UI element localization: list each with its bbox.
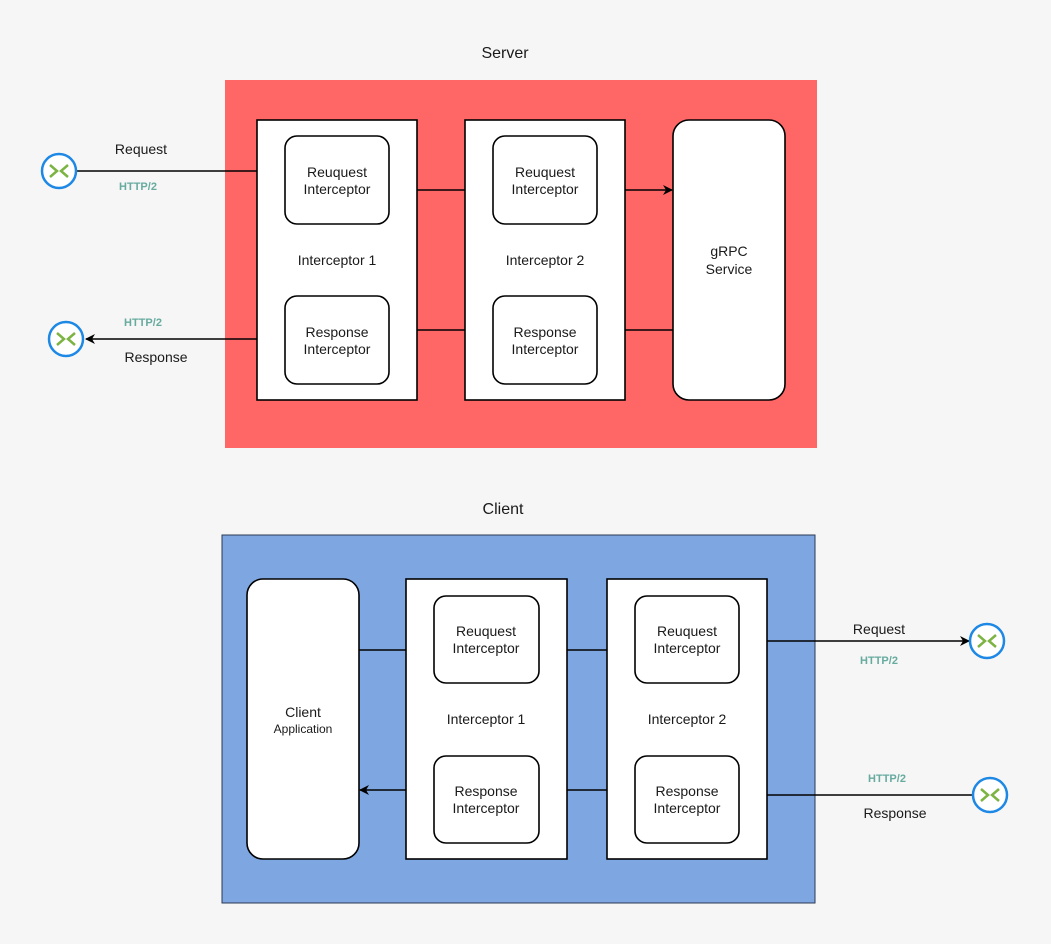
client-interceptor-1[interactable]: Reuquest Interceptor Interceptor 1 Respo… <box>405 578 568 860</box>
request-interceptor[interactable] <box>284 135 390 225</box>
label: Interceptor <box>654 640 721 656</box>
client-title: Client <box>483 501 524 518</box>
protocol-label: HTTP/2 <box>860 655 898 667</box>
interceptor-name: Interceptor 2 <box>506 252 585 268</box>
network-endpoint-icon <box>968 622 1006 660</box>
label: gRPC <box>710 243 747 259</box>
request-label: Request <box>853 621 905 637</box>
client-application[interactable]: Client Application <box>246 578 360 860</box>
protocol-label: HTTP/2 <box>119 181 157 193</box>
label: Interceptor <box>512 341 579 357</box>
label: Response <box>513 324 576 340</box>
response-label: Response <box>863 805 926 821</box>
label: Reuquest <box>515 164 575 180</box>
label: Response <box>655 783 718 799</box>
label: Service <box>706 261 753 277</box>
request-label: Request <box>115 141 167 157</box>
server-interceptor-1[interactable]: Reuquest Interceptor Interceptor 1 Respo… <box>256 119 418 401</box>
response-label: Response <box>124 349 187 365</box>
label: Reuquest <box>657 623 717 639</box>
network-endpoint-icon <box>47 320 85 358</box>
label: Response <box>305 324 368 340</box>
request-interceptor[interactable] <box>634 595 740 684</box>
response-interceptor[interactable] <box>634 755 740 844</box>
interceptor-name: Interceptor 2 <box>648 711 727 727</box>
server-title: Server <box>481 45 529 62</box>
label: Interceptor <box>654 800 721 816</box>
response-interceptor[interactable] <box>433 755 540 844</box>
label: Interceptor <box>512 181 579 197</box>
label: Response <box>454 783 517 799</box>
protocol-label: HTTP/2 <box>868 773 906 785</box>
interceptor-name: Interceptor 1 <box>298 252 377 268</box>
label: Reuquest <box>307 164 367 180</box>
label: Application <box>274 722 333 736</box>
label: Interceptor <box>304 181 371 197</box>
protocol-label: HTTP/2 <box>124 317 162 329</box>
label: Interceptor <box>453 640 520 656</box>
response-interceptor[interactable] <box>284 295 390 385</box>
label: Interceptor <box>453 800 520 816</box>
request-interceptor[interactable] <box>433 595 540 684</box>
interceptor-name: Interceptor 1 <box>447 711 526 727</box>
label: Client <box>285 704 321 720</box>
response-interceptor[interactable] <box>492 295 598 385</box>
grpc-service[interactable]: gRPC Service <box>672 119 786 401</box>
network-endpoint-icon <box>971 776 1009 814</box>
server-interceptor-2[interactable]: Reuquest Interceptor Interceptor 2 Respo… <box>464 119 626 401</box>
network-endpoint-icon <box>40 152 78 190</box>
request-interceptor[interactable] <box>492 135 598 225</box>
client-interceptor-2[interactable]: Reuquest Interceptor Interceptor 2 Respo… <box>606 578 768 860</box>
label: Interceptor <box>304 341 371 357</box>
label: Reuquest <box>456 623 516 639</box>
